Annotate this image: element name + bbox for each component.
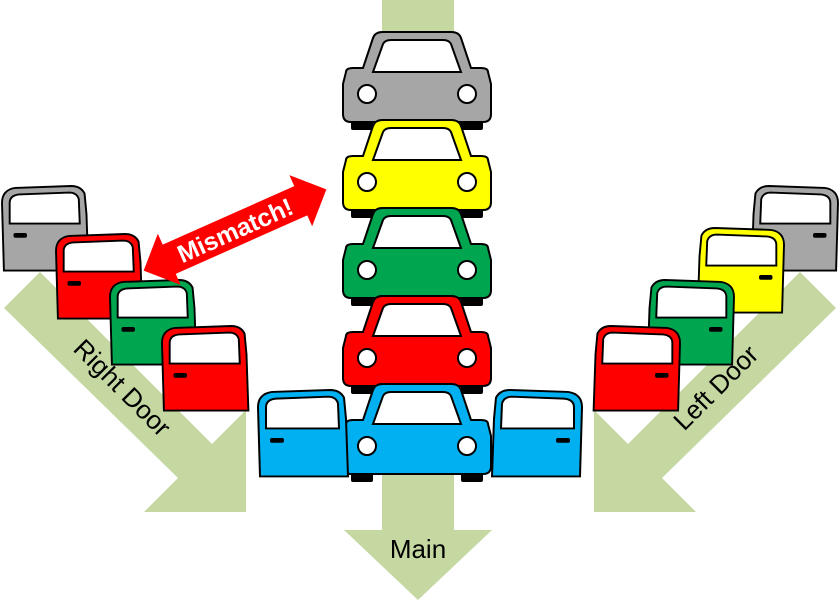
assembled-left-door-shape — [491, 389, 583, 478]
assembled-right-door — [257, 389, 349, 478]
assembled-left-door — [491, 389, 583, 478]
main-car-gray — [342, 31, 492, 131]
main-car-stack — [342, 31, 492, 483]
main-car-red — [342, 295, 492, 395]
right-door-red-2 — [161, 325, 250, 412]
mismatch-indicator: Mismatch! — [143, 175, 327, 285]
mismatch-label: Mismatch! — [173, 193, 297, 269]
main-car-green — [342, 207, 492, 307]
main-car-yellow — [342, 119, 492, 219]
main-car-blue — [342, 383, 492, 483]
assembled-right-door-shape — [257, 389, 349, 478]
right-door-flow-arrow — [4, 272, 246, 512]
left-door-red — [592, 325, 681, 412]
mismatch-double-arrow — [143, 175, 327, 285]
left-door-flow-arrow — [594, 272, 836, 512]
main-label: Main — [390, 534, 446, 564]
